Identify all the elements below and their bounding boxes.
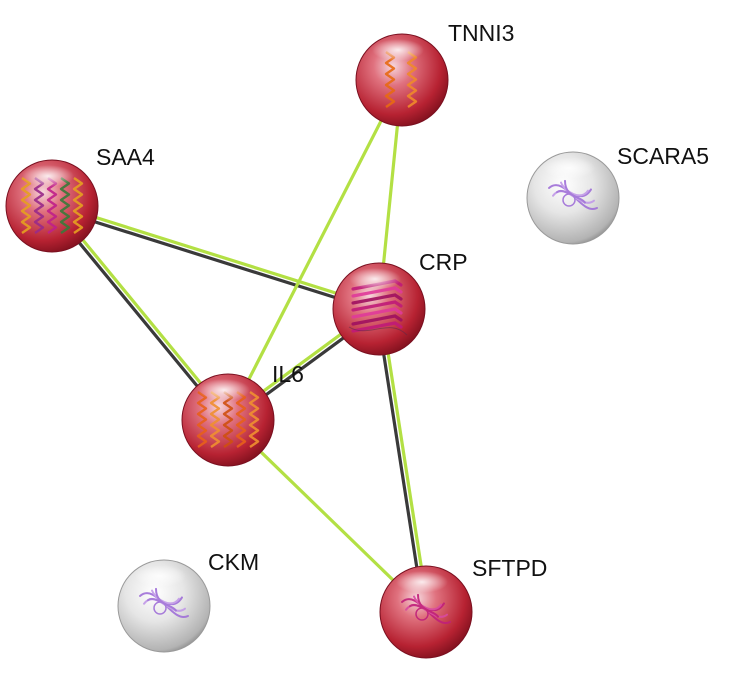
node-label-scara5: SCARA5 [617,143,709,169]
protein-structure-image [139,587,189,618]
node-label-crp: CRP [419,249,468,275]
protein-structure-image [196,391,260,448]
node-ckm[interactable]: CKM [117,549,259,653]
node-highlight [198,379,250,401]
node-crp[interactable]: CRP [332,249,468,356]
node-saa4[interactable]: SAA4 [5,144,155,253]
node-tnni3[interactable]: TNNI3 [355,20,514,127]
node-label-ckm: CKM [208,549,259,575]
edge-line-coexpression [375,307,426,614]
node-highlight [396,571,448,593]
protein-structure-image [548,179,598,210]
node-label-saa4: SAA4 [96,144,155,170]
edge-line-coexpression [49,206,380,313]
protein-structure-image [20,177,84,234]
node-highlight [543,157,595,179]
node-il6[interactable]: IL6 [181,361,304,467]
protein-structure-image [384,51,418,108]
node-label-il6: IL6 [272,361,304,387]
node-highlight [372,39,424,61]
edge-saa4-crp[interactable] [49,202,382,313]
edge-line-textmining [226,78,404,422]
node-highlight [134,565,186,587]
edge-line-textmining [51,202,382,309]
node-highlight [22,165,74,187]
node-sftpd[interactable]: SFTPD [379,555,547,659]
edge-tnni3-il6[interactable] [226,78,404,422]
edge-line-textmining [379,307,430,614]
node-highlight [349,268,401,290]
node-label-sftpd: SFTPD [472,555,547,581]
node-label-tnni3: TNNI3 [448,20,514,46]
protein-structure-image [401,593,451,624]
edge-crp-sftpd[interactable] [375,307,430,614]
node-scara5[interactable]: SCARA5 [526,143,709,245]
